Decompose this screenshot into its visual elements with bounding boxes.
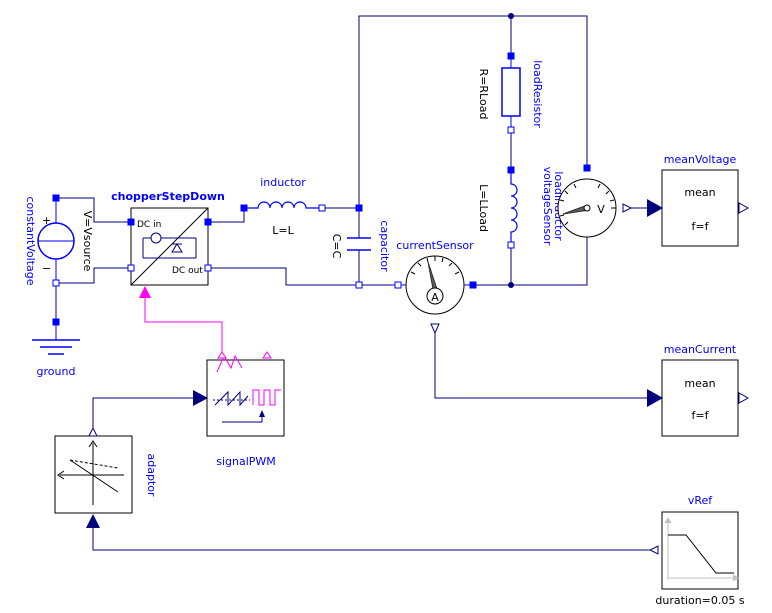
vref-output[interactable] [648,545,659,555]
mean-voltage-output[interactable] [738,202,750,214]
capacitor-pin-p[interactable] [355,204,363,212]
mean-voltage-block[interactable]: meanVoltage mean f=f [647,153,750,247]
current-sensor-pin-p[interactable] [394,281,402,289]
chopper-label: chopperStepDown [111,190,225,203]
wire-source-to-chopper-top[interactable] [56,197,131,223]
wire-chopper-to-inductor[interactable] [208,208,245,223]
constant-voltage-source[interactable]: + − constantVoltage V=Vsource [24,194,94,287]
wire-vref-to-adaptor[interactable] [92,528,658,551]
pwm-output-2[interactable] [262,351,272,359]
capacitor-param: C=C [330,234,343,259]
wire-top-rail[interactable] [358,15,588,208]
mean-current-block[interactable]: meanCurrent mean f=f [647,343,750,437]
constant-voltage-label: constantVoltage [24,196,37,285]
signal-pwm-block[interactable]: signalPWM [193,351,285,468]
current-sensor[interactable]: currentSensor A [394,239,477,335]
voltage-sensor[interactable]: voltageSensor V [541,164,633,246]
voltage-sensor-label: voltageSensor [541,167,554,246]
current-sensor-pin-n[interactable] [469,281,477,289]
mean-current-line1: mean [684,377,715,390]
mean-voltage-label: meanVoltage [664,153,737,166]
junction-dot [508,282,514,288]
chopper-pin-dcout-neg[interactable] [204,264,212,272]
dc-out-label: DC out [172,266,203,276]
load-inductor-param: L=LLoad [477,184,490,232]
load-resistor[interactable]: R=RLoad loadResistor [477,52,544,134]
chopper-pin-dcin-neg[interactable] [127,264,135,272]
capacitor[interactable]: C=C capacitor [330,204,391,289]
plus-sign: + [42,214,51,227]
vref-param: duration=0.05 s [655,594,744,607]
ground-pin[interactable] [52,318,60,326]
junction-dot [508,13,514,19]
pwm-input[interactable] [193,390,208,406]
current-sensor-output[interactable] [430,323,440,335]
wire-source-to-chopper-bottom[interactable] [56,267,131,284]
adaptor-block[interactable]: adaptor [54,426,158,528]
resistor-pin-p[interactable] [507,52,515,60]
resistor-label: loadResistor [531,60,544,128]
wire-adaptor-to-pwm[interactable] [92,397,193,436]
vref-block[interactable]: vRef duration=0.05 s [648,494,745,607]
mean-current-label: meanCurrent [664,343,737,356]
chopper-pin-dcin-pos[interactable] [127,218,135,226]
ground[interactable]: ground [32,318,80,378]
resistor-pin-n[interactable] [507,126,515,134]
mean-voltage-input[interactable] [647,199,663,217]
pwm-output-1[interactable] [217,351,227,359]
mean-current-line2: f=f [692,409,710,422]
inductor-pin-n[interactable] [318,204,326,212]
dc-in-label: DC in [137,220,161,230]
chopper-step-down[interactable]: chopperStepDown DC in DC out [111,190,225,298]
constant-voltage-param: V=Vsource [81,211,94,272]
chopper-pin-dcout-pos[interactable] [204,218,212,226]
wire-pwm-to-chopper[interactable] [144,298,223,352]
signal-pwm-label: signalPWM [216,455,276,468]
chopper-fire-input[interactable] [139,286,151,298]
wire-isensor-to-mean[interactable] [434,324,650,399]
adaptor-output[interactable] [88,426,98,437]
voltage-sensor-pin-p[interactable] [583,164,591,172]
pin-positive[interactable] [52,194,60,202]
load-inductor-pin-p[interactable] [507,166,515,174]
vref-label: vRef [688,494,713,507]
capacitor-label: capacitor [378,220,391,272]
pin-negative[interactable] [52,279,60,287]
minus-sign: − [42,262,51,275]
wire-chopper-to-bottom-rail[interactable] [208,267,398,286]
mean-current-input[interactable] [647,389,663,407]
resistor-param: R=RLoad [477,69,490,120]
inductor-pin-p[interactable] [240,204,248,212]
ground-label: ground [37,365,76,378]
ammeter-glyph: A [431,291,439,304]
mean-voltage-line1: mean [684,186,715,199]
capacitor-pin-n[interactable] [355,281,363,289]
inductor-param: L=L [272,224,294,237]
voltage-sensor-output[interactable] [622,203,633,213]
mean-current-output[interactable] [738,392,750,404]
voltmeter-glyph: V [597,203,605,216]
inductor-label: inductor [260,176,306,189]
load-inductor-pin-n[interactable] [507,241,515,249]
adaptor-input[interactable] [86,514,100,528]
adaptor-label: adaptor [145,453,158,496]
mean-voltage-line2: f=f [692,220,710,233]
wire-sensor-to-load[interactable] [473,232,588,286]
inductor[interactable]: inductor L=L [240,176,326,237]
current-sensor-label: currentSensor [396,239,474,252]
